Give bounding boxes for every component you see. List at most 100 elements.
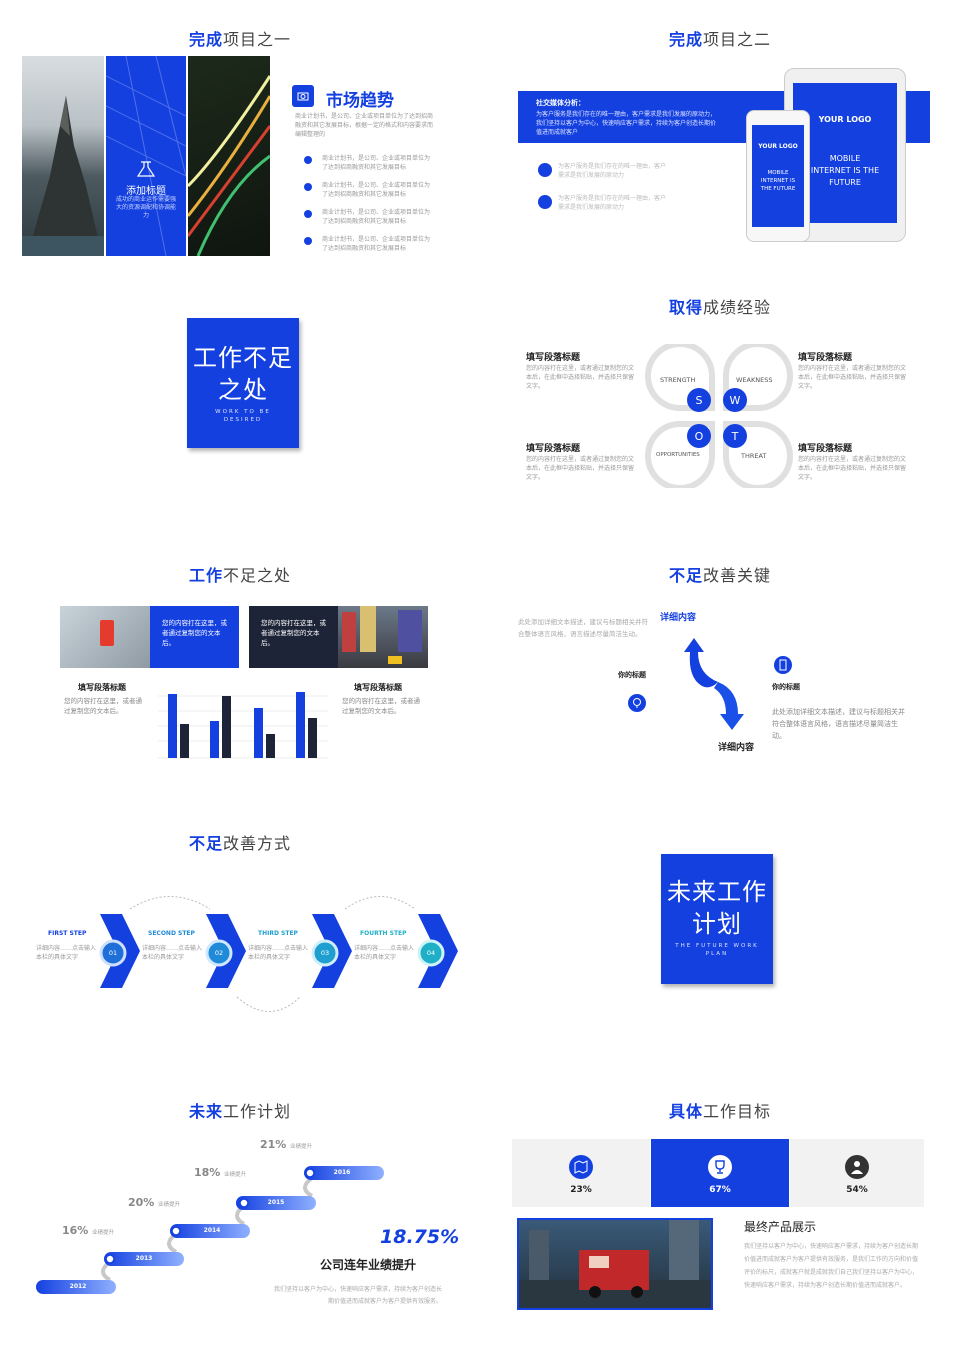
- swot-label: THREAT: [741, 452, 767, 460]
- tablet-text: MOBILE INTERNET IS THE FUTURE: [810, 154, 880, 187]
- list-item: 为客户服务是我们存在的唯一理由，客户需求是我们发展的原动力: [558, 195, 667, 211]
- slide-title: 工作不足之处: [188, 566, 292, 585]
- flask-icon: [106, 158, 186, 178]
- bar-chart: [158, 692, 328, 759]
- big-label: 公司连年业绩提升: [320, 1258, 417, 1272]
- list-item: 商业计划书，是公司、企业或项目单位为了达到招商融资和其它发展目标: [304, 235, 454, 262]
- cover-card: 工作不足之处 WORK TO BE DESIRED: [187, 318, 299, 448]
- slide-project-two: 完成项目之二 社交媒体分析： 为客户服务是我们存在的唯一理由，客户需求是我们发展…: [480, 0, 960, 268]
- stat-value: 23%: [570, 1185, 592, 1195]
- tablet-screen: YOUR LOGO MOBILE INTERNET IS THE FUTURE: [793, 83, 897, 223]
- year-label: 2016: [333, 1169, 351, 1176]
- slide-title: 未来工作计划: [188, 1102, 292, 1121]
- slide-work-shortcomings: 工作不足之处 您的内容打在这里，或者通过复制您的文本后。 您的内容打在这里，或者…: [0, 536, 480, 804]
- logo-text: YOUR LOGO: [758, 143, 798, 150]
- list-item: 为客户服务是我们存在的唯一理由，客户需求是我们发展的原动力: [558, 163, 667, 179]
- stat-card-highlight: 67%: [651, 1139, 789, 1207]
- percent-label: 16%: [62, 1224, 89, 1237]
- slide-improvement-keys: 不足改善关键 此处添加详细文本描述，建议与标题相关并符合整体语言风格，语言描述尽…: [480, 536, 960, 804]
- swot-label: STRENGTH: [660, 376, 696, 384]
- card-text: 成功的商业运作需要强大的资源调配和协调能力: [115, 196, 176, 219]
- growth-steps: [36, 1166, 384, 1294]
- intro-text: 此处添加详细文本描述，建议与标题相关并符合整体语言风格，语言描述尽量简洁生动。: [518, 618, 648, 638]
- top-label: 详细内容: [660, 613, 697, 623]
- blue-text-box: 您的内容打在这里，或者通过复制您的文本后。: [150, 606, 239, 668]
- year-label: 2013: [135, 1255, 153, 1262]
- para-text: 您的内容打在这里，或者通过复制您的文本后，在此框中选择粘贴，并选择只保留文字。: [526, 365, 635, 390]
- stat-value: 67%: [709, 1185, 731, 1195]
- swot-label: OPPORTUNITIES: [656, 452, 700, 458]
- para-title: 填写段落标题: [526, 353, 581, 363]
- check-icon: [304, 183, 312, 191]
- year-label: 2015: [267, 1199, 285, 1206]
- slide-title: 完成项目之二: [668, 30, 772, 49]
- stat-card: 23%: [512, 1139, 650, 1207]
- highway-photo: [188, 56, 270, 256]
- stat-card: 54%: [790, 1139, 924, 1207]
- right-text: 此处添加详细文本描述，建议与标题相关并符合整体语言风格，语言描述尽量简洁生动。: [772, 708, 905, 740]
- card-title: 添加标题: [126, 186, 166, 197]
- percent-label: 20%: [128, 1196, 155, 1209]
- blue-card: 添加标题 成功的商业运作需要强大的资源调配和协调能力: [106, 56, 186, 256]
- swot-label: WEAKNESS: [736, 376, 773, 384]
- phone-device: YOUR LOGO MOBILE INTERNET IS THE FUTURE: [746, 110, 810, 242]
- camera-icon: [292, 85, 314, 107]
- cover-card: 未来工作计划 THE FUTURE WORK PLAN: [661, 854, 773, 984]
- logo-text: YOUR LOGO: [818, 115, 872, 124]
- step-label: THIRD STEP: [258, 930, 298, 937]
- list-item: 商业计划书，是公司、企业或项目单位为了达到招商融资和其它发展目标: [304, 154, 454, 181]
- dark-text-box: 您的内容打在这里，或者通过复制您的文本后。: [249, 606, 338, 668]
- para-title: 填写段落标题: [798, 444, 853, 454]
- check-icon: [304, 210, 312, 218]
- city-street-photo: [338, 606, 428, 668]
- slide-title: 取得成绩经验: [668, 298, 772, 317]
- slide-title: 不足改善关键: [668, 566, 772, 585]
- swot-letter: W: [729, 394, 741, 407]
- left-text: 您的内容打在这里，或者通过复制您的文本后。: [64, 697, 142, 715]
- step-label: FIRST STEP: [48, 930, 87, 937]
- band-text: 为客户服务是我们存在的唯一理由，客户需求是我们发展的原动力，我们坚持以客户为中心…: [536, 111, 717, 136]
- swot-letter: O: [694, 430, 704, 443]
- percent-label: 18%: [194, 1166, 221, 1179]
- process-chevrons: [99, 896, 458, 1012]
- slide-project-one: 完成项目之一 添加标题 成功的商业运作需要强大的资源调配和协调能力 市场趋势 商…: [0, 0, 480, 268]
- step-text: 详细内容……点击输入本栏的具体文字: [142, 945, 203, 961]
- cover-title: 未来工作计划: [667, 878, 767, 938]
- right-text: 您的内容打在这里，或者通过复制您的文本后。: [342, 697, 420, 715]
- check-list: 商业计划书，是公司、企业或项目单位为了达到招商融资和其它发展目标 商业计划书，是…: [304, 154, 454, 262]
- slide-improvement-methods: 不足改善方式 FIRST STEP 01 详细内容……点击输入本栏的具体文字 S…: [0, 804, 480, 1072]
- check-icon: [304, 156, 312, 164]
- growth-text: 我们坚持以客户为中心，快速响应客户需求，持续为客户创造长期价值进而成就客户为客户…: [273, 1286, 442, 1305]
- year-label: 2014: [203, 1227, 221, 1234]
- list-item: 商业计划书，是公司、企业或项目单位为了达到招商融资和其它发展目标: [304, 208, 454, 235]
- slide-title: 完成项目之一: [188, 30, 292, 49]
- list-item: 商业计划书，是公司、企业或项目单位为了达到招商融资和其它发展目标: [304, 181, 454, 208]
- phone-shape: [100, 620, 114, 646]
- phone-hand-photo: [60, 606, 150, 668]
- slide-future-plan-cover: 未来工作计划 THE FUTURE WORK PLAN: [480, 804, 960, 1072]
- slide-work-desired-cover: 工作不足之处 WORK TO BE DESIRED: [0, 268, 480, 536]
- trophy-icon: [708, 1155, 732, 1179]
- para-title: 填写段落标题: [526, 444, 581, 454]
- person-icon: [845, 1155, 869, 1179]
- wechat-icon: [538, 163, 552, 177]
- step-text: 详细内容……点击输入本栏的具体文字: [354, 945, 415, 961]
- para-text: 您的内容打在这里，或者通过复制您的文本后，在此框中选择粘贴，并选择只保留文字。: [798, 365, 907, 390]
- product-heading: 最终产品展示: [744, 1220, 817, 1234]
- lightbulb-icon: [628, 694, 646, 712]
- slide-specific-goals: 具体工作目标 23% 67% 54% 最终产品展示 我们坚持以客户为中心，快速响…: [480, 1072, 960, 1340]
- step-text: 详细内容……点击输入本栏的具体文字: [36, 945, 97, 961]
- cover-title: 工作不足之处: [193, 344, 293, 404]
- slide-title: 不足改善方式: [188, 834, 292, 853]
- stat-value: 54%: [846, 1185, 868, 1195]
- growth-tag: 业绩提升: [158, 1202, 181, 1208]
- para-text: 您的内容打在这里，或者通过复制您的文本后，在此框中选择粘贴，并选择只保留文字。: [798, 456, 907, 481]
- intro-text: 商业计划书，是公司、企业或项目单位为了达到招商融资和其它发展目标，根据一定的格式…: [295, 113, 434, 138]
- rock-photo: [22, 56, 104, 256]
- step-number: 03: [320, 949, 330, 957]
- step-number: 01: [108, 949, 118, 957]
- product-text: 我们坚持以客户为中心，快速响应客户需求，持续为客户创造长期价值进而成就客户为客户…: [744, 1243, 919, 1289]
- left-title: 填写段落标题: [78, 683, 126, 692]
- para-title: 填写段落标题: [798, 353, 853, 363]
- step-text: 详细内容……点击输入本栏的具体文字: [248, 945, 309, 961]
